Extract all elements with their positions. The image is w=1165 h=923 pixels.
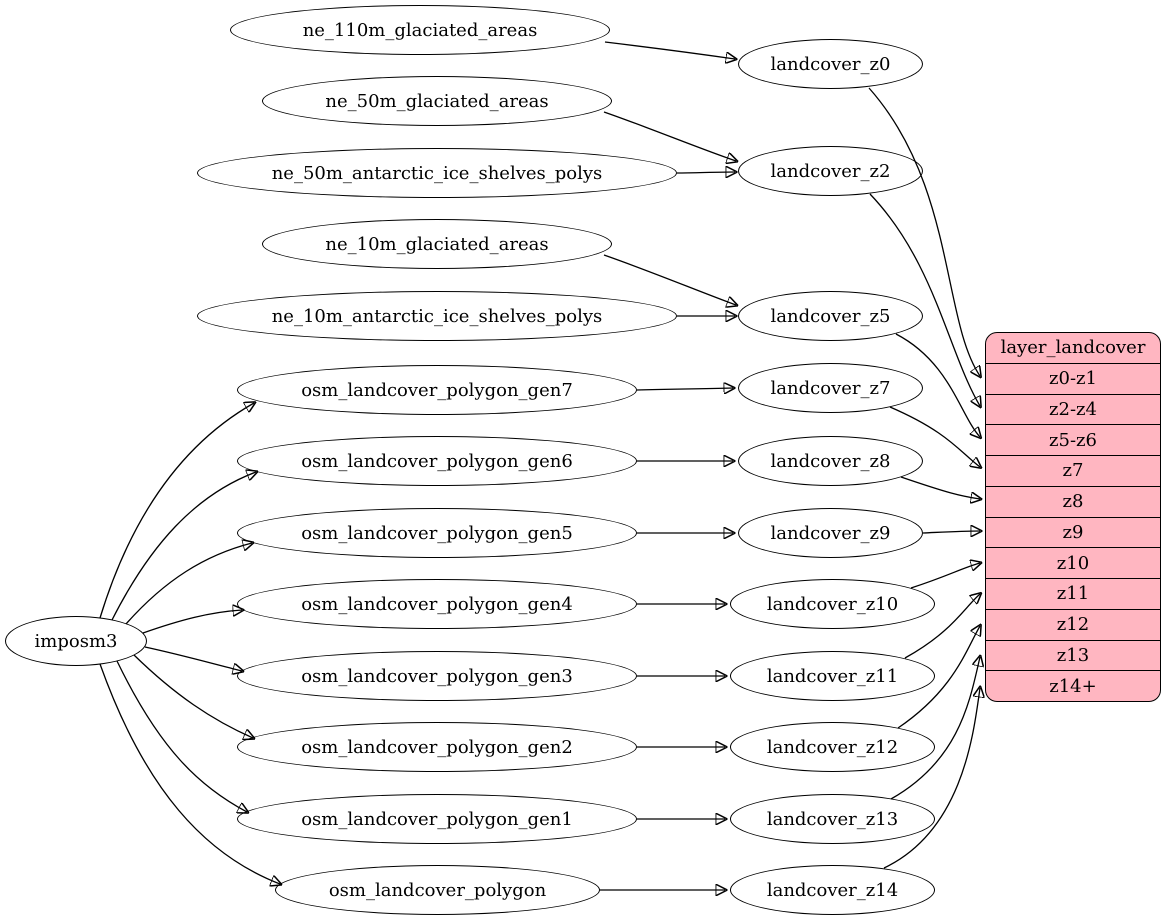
- edge-imposm3-to-gen3: [144, 646, 242, 671]
- node-landcover-z7: landcover_z7: [738, 363, 923, 413]
- node-landcover-z14: landcover_z14: [730, 865, 935, 915]
- node-landcover-z0: landcover_z0: [738, 39, 923, 89]
- node-osm-landcover-polygon-gen7: osm_landcover_polygon_gen7: [237, 365, 637, 415]
- edge-z10-to-row-z10: [910, 563, 980, 589]
- node-landcover-z12: landcover_z12: [730, 722, 935, 772]
- edge-ne50m-ant-to-z2: [676, 172, 735, 173]
- edge-imposm3-to-gen7: [99, 403, 254, 619]
- layer-row-z14plus: z14+: [986, 670, 1160, 701]
- layer-table-title: layer_landcover: [1000, 337, 1146, 359]
- layer-landcover-table: layer_landcover z0-z1 z2-z4 z5-z6 z7 z8 …: [985, 332, 1161, 702]
- layer-row-z13: z13: [986, 639, 1160, 671]
- edge-ne50m-glac-to-z2: [603, 111, 736, 161]
- node-landcover-z9: landcover_z9: [738, 508, 923, 558]
- edge-gen7-to-z7: [636, 388, 733, 390]
- layer-row-z10: z10: [986, 547, 1160, 578]
- node-osm-landcover-polygon-gen1: osm_landcover_polygon_gen1: [237, 794, 637, 844]
- node-landcover-z13: landcover_z13: [730, 794, 935, 844]
- node-landcover-z10: landcover_z10: [730, 579, 935, 629]
- edge-z8-to-row-z8: [900, 476, 980, 499]
- node-ne-50m-glaciated-areas: ne_50m_glaciated_areas: [262, 76, 612, 126]
- edge-imposm3-to-gen4: [142, 610, 242, 634]
- node-ne-10m-antarctic-ice-shelves-polys: ne_10m_antarctic_ice_shelves_polys: [197, 291, 677, 341]
- node-osm-landcover-polygon: osm_landcover_polygon: [275, 865, 600, 915]
- edge-imposm3-to-gen5: [125, 543, 252, 625]
- node-imposm3: imposm3: [5, 616, 147, 666]
- node-osm-landcover-polygon-gen4: osm_landcover_polygon_gen4: [237, 579, 637, 629]
- edge-imposm3-to-polygon: [99, 663, 280, 884]
- layer-row-z12: z12: [986, 608, 1160, 640]
- node-osm-landcover-polygon-gen6: osm_landcover_polygon_gen6: [237, 436, 637, 486]
- node-ne-110m-glaciated-areas: ne_110m_glaciated_areas: [230, 5, 610, 55]
- node-ne-10m-glaciated-areas: ne_10m_glaciated_areas: [262, 219, 612, 269]
- node-ne-50m-antarctic-ice-shelves-polys: ne_50m_antarctic_ice_shelves_polys: [197, 148, 677, 198]
- edge-ne10m-glac-to-z5: [603, 254, 736, 305]
- node-landcover-z11: landcover_z11: [730, 651, 935, 701]
- edge-imposm3-to-gen2: [133, 654, 253, 738]
- edge-z14-to-row-z14plus: [883, 688, 980, 869]
- layer-row-z9: z9: [986, 516, 1160, 548]
- edge-imposm3-to-gen6: [111, 472, 256, 621]
- node-osm-landcover-polygon-gen2: osm_landcover_polygon_gen2: [237, 722, 637, 772]
- layer-row-z8: z8: [986, 485, 1160, 517]
- node-landcover-z8: landcover_z8: [738, 436, 923, 486]
- layer-row-z2-z4: z2-z4: [986, 393, 1160, 425]
- node-landcover-z2: landcover_z2: [738, 146, 923, 196]
- edge-imposm3-to-gen1: [116, 660, 247, 812]
- edge-z9-to-row-z9: [922, 531, 980, 533]
- edge-ne110m-to-z0: [604, 41, 735, 59]
- layer-row-z5-z6: z5-z6: [986, 424, 1160, 455]
- node-osm-landcover-polygon-gen3: osm_landcover_polygon_gen3: [237, 651, 637, 701]
- node-osm-landcover-polygon-gen5: osm_landcover_polygon_gen5: [237, 508, 637, 558]
- layer-row-z7: z7: [986, 455, 1160, 486]
- node-landcover-z5: landcover_z5: [738, 291, 923, 341]
- layer-row-z11: z11: [986, 578, 1160, 609]
- layer-row-z0-z1: z0-z1: [986, 362, 1160, 394]
